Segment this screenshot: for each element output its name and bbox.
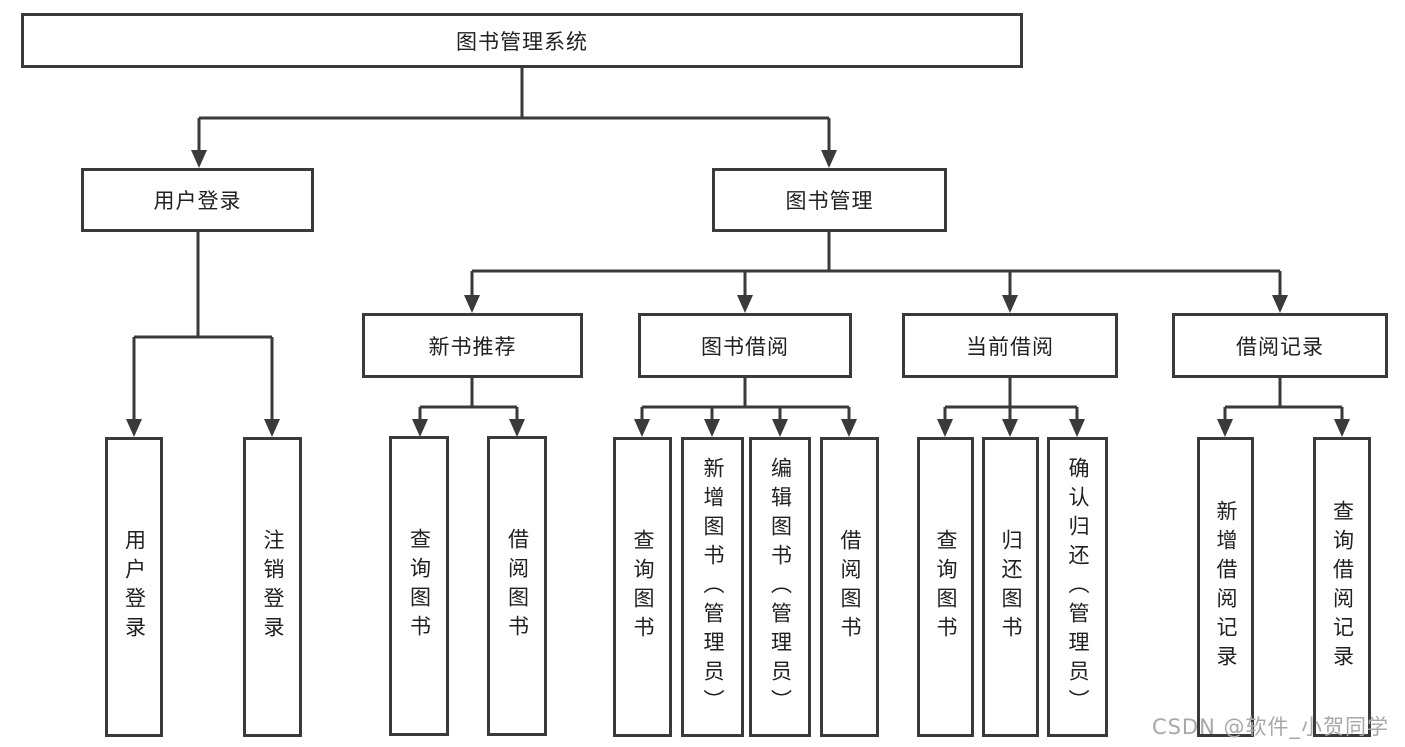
node-new-book-recommend: 新书推荐 — [362, 313, 583, 378]
leaf-borrow-books-borrowing: 借阅图书 — [820, 437, 879, 737]
leaf-add-book-admin: 新增图书（管理员） — [681, 437, 744, 737]
leaf-label: 借阅图书 — [838, 529, 862, 645]
node-book-management-module: 图书管理 — [712, 168, 947, 232]
leaf-borrow-books-recommend: 借阅图书 — [487, 436, 547, 736]
node-label: 图书借阅 — [701, 334, 789, 359]
leaf-confirm-return-admin: 确认归还（管理员） — [1047, 437, 1108, 737]
leaf-return-book: 归还图书 — [982, 437, 1039, 737]
node-current-borrowing: 当前借阅 — [902, 313, 1118, 378]
leaf-query-books-current: 查询图书 — [917, 437, 974, 737]
leaf-label: 新增借阅记录 — [1214, 500, 1238, 674]
leaf-label: 查询借阅记录 — [1330, 500, 1355, 674]
leaf-label: 新增图书（管理员） — [701, 456, 725, 718]
leaf-label: 用户登录 — [122, 529, 147, 645]
node-label: 借阅记录 — [1236, 334, 1324, 359]
leaf-logout: 注销登录 — [243, 437, 302, 737]
node-book-borrowing: 图书借阅 — [638, 313, 852, 378]
leaf-label: 查询图书 — [407, 528, 432, 644]
leaf-query-books-recommend: 查询图书 — [389, 436, 449, 736]
leaf-label: 借阅图书 — [505, 528, 530, 644]
node-label: 新书推荐 — [428, 334, 517, 359]
leaf-label: 注销登录 — [261, 529, 285, 645]
node-label: 图书管理系统 — [456, 29, 588, 54]
leaf-user-login: 用户登录 — [105, 437, 163, 737]
csdn-watermark: CSDN @软件_小贺同学 — [1151, 715, 1389, 739]
arrowheads — [126, 150, 1350, 437]
node-root-system: 图书管理系统 — [21, 13, 1023, 68]
leaf-label: 查询图书 — [631, 529, 655, 645]
leaf-label: 编辑图书（管理员） — [768, 456, 793, 718]
leaf-label: 归还图书 — [999, 529, 1023, 645]
leaf-label: 确认归还（管理员） — [1066, 456, 1090, 718]
node-label: 用户登录 — [153, 189, 242, 213]
node-label: 当前借阅 — [966, 334, 1054, 359]
leaf-edit-book-admin: 编辑图书（管理员） — [749, 437, 811, 737]
node-label: 图书管理 — [785, 189, 874, 213]
node-borrowing-records: 借阅记录 — [1172, 313, 1388, 378]
node-user-login-module: 用户登录 — [81, 168, 314, 232]
leaf-query-borrow-record: 查询借阅记录 — [1313, 437, 1371, 737]
tree-branch-lines — [132, 68, 1344, 420]
leaf-add-borrow-record: 新增借阅记录 — [1197, 437, 1254, 737]
leaf-label: 查询图书 — [934, 529, 958, 645]
leaf-query-books-borrowing: 查询图书 — [613, 437, 672, 737]
